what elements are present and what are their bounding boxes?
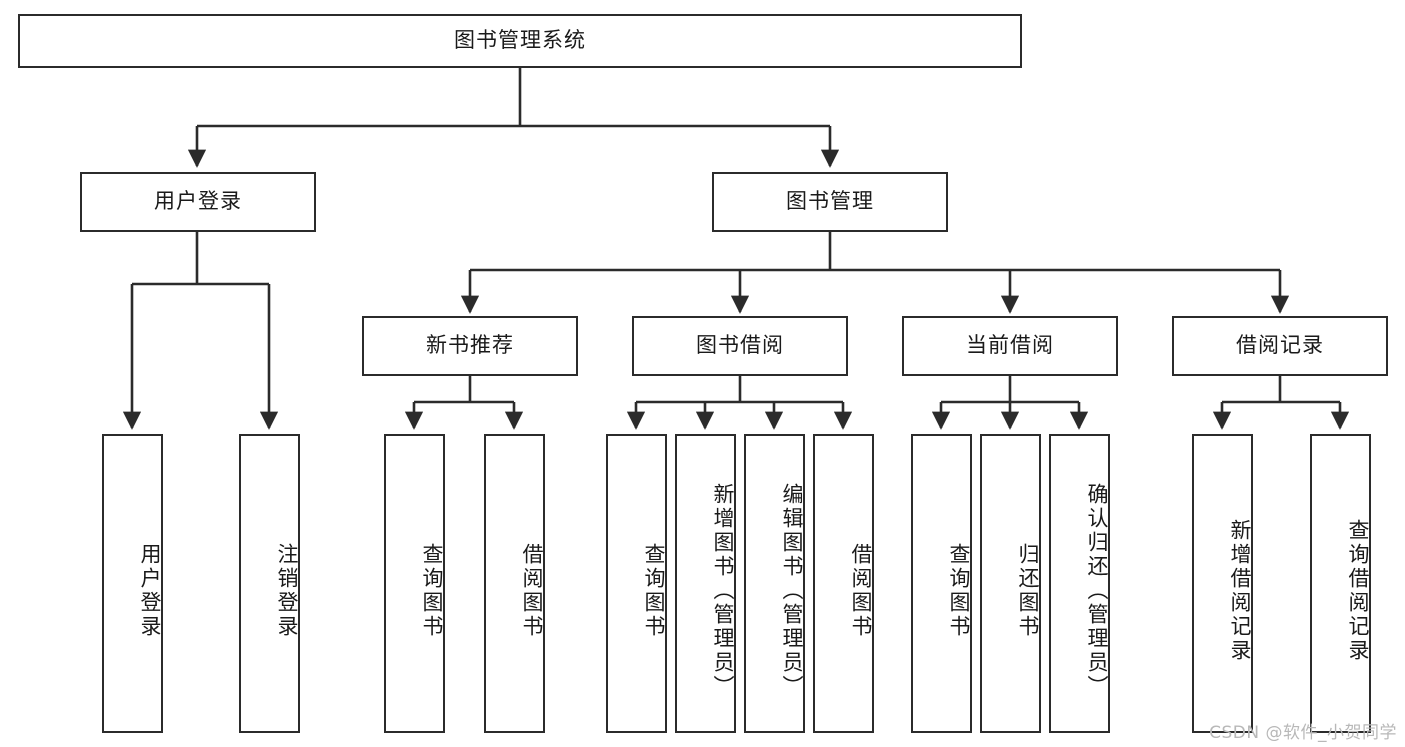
node-label: 借阅图书 [520,542,544,639]
node-leaf-book-borrow-lend[interactable]: 借阅图书 [813,434,874,733]
node-label: 查询借阅记录 [1346,518,1370,663]
node-leaf-current-borrow-query[interactable]: 查询图书 [911,434,972,733]
node-leaf-new-book-borrow[interactable]: 借阅图书 [484,434,545,733]
node-current-borrow[interactable]: 当前借阅 [902,316,1118,376]
node-label: 当前借阅 [966,333,1054,358]
csdn-watermark: CSDN @软件_小贺同学 [1209,723,1397,743]
node-label: 新增图书（管理员） [711,482,735,699]
node-leaf-book-borrow-query[interactable]: 查询图书 [606,434,667,733]
node-new-book-recommend[interactable]: 新书推荐 [362,316,578,376]
node-leaf-user-login-signout[interactable]: 注销登录 [239,434,300,733]
node-label: 用户登录 [154,189,242,214]
node-label: 图书管理 [786,189,874,214]
node-label: 用户登录 [138,542,162,639]
node-leaf-user-login-signin[interactable]: 用户登录 [102,434,163,733]
node-root-library-system[interactable]: 图书管理系统 [18,14,1022,68]
node-book-borrow[interactable]: 图书借阅 [632,316,848,376]
node-label: 查询图书 [420,542,444,639]
node-label: 注销登录 [275,542,299,639]
node-leaf-new-book-query[interactable]: 查询图书 [384,434,445,733]
node-label: 借阅记录 [1236,333,1324,358]
node-label: 查询图书 [642,542,666,639]
node-label: 新书推荐 [426,333,514,358]
node-leaf-borrow-record-add[interactable]: 新增借阅记录 [1192,434,1253,733]
node-leaf-current-borrow-confirm-return[interactable]: 确认归还（管理员） [1049,434,1110,733]
node-label: 编辑图书（管理员） [780,482,804,699]
node-leaf-current-borrow-return[interactable]: 归还图书 [980,434,1041,733]
node-leaf-book-borrow-edit[interactable]: 编辑图书（管理员） [744,434,805,733]
node-book-manage[interactable]: 图书管理 [712,172,948,232]
node-label: 新增借阅记录 [1228,518,1252,663]
node-label: 确认归还（管理员） [1085,482,1109,699]
node-user-login[interactable]: 用户登录 [80,172,316,232]
node-borrow-record[interactable]: 借阅记录 [1172,316,1388,376]
node-label: 图书借阅 [696,333,784,358]
node-leaf-book-borrow-add[interactable]: 新增图书（管理员） [675,434,736,733]
node-label: 查询图书 [947,542,971,639]
node-label: 图书管理系统 [454,28,586,53]
node-label: 归还图书 [1016,542,1040,639]
node-label: 借阅图书 [849,542,873,639]
node-leaf-borrow-record-query[interactable]: 查询借阅记录 [1310,434,1371,733]
